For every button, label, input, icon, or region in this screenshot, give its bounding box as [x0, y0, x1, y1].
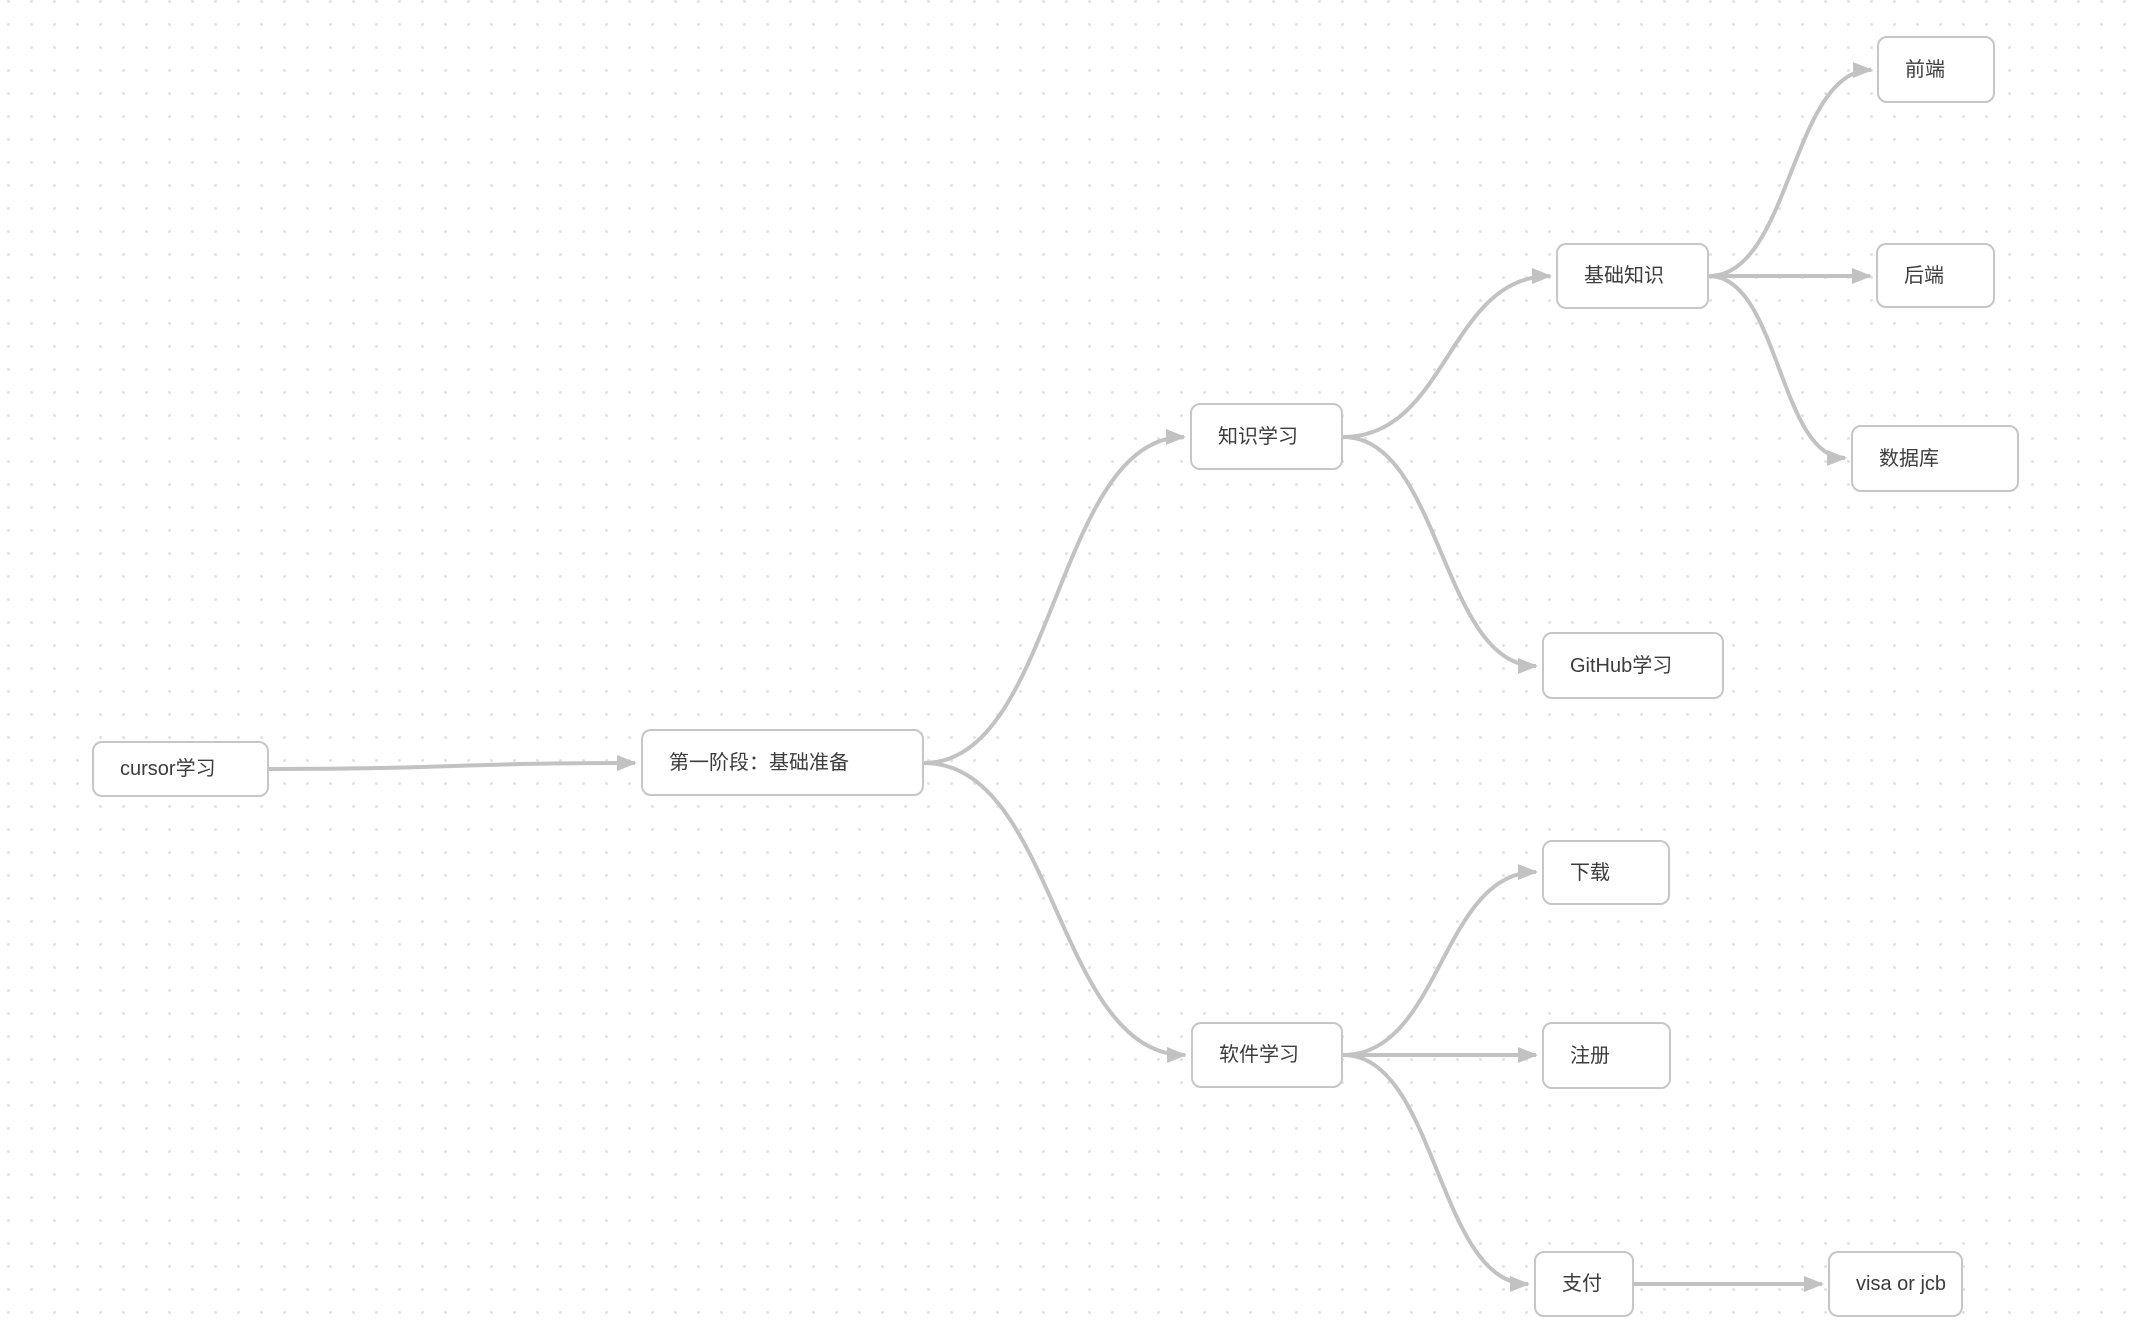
node-backend[interactable]: 后端 — [1876, 243, 1995, 308]
node-basics-label: 基础知识 — [1584, 265, 1664, 287]
node-github-label: GitHub学习 — [1570, 654, 1673, 677]
node-payment[interactable]: 支付 — [1534, 1251, 1634, 1317]
node-cursor-label: cursor学习 — [120, 758, 216, 780]
node-backend-label: 后端 — [1904, 264, 1944, 287]
node-register[interactable]: 注册 — [1542, 1022, 1671, 1089]
edge-software-download[interactable] — [1342, 864, 1538, 1057]
node-visa-label: visa or jcb — [1856, 1273, 1947, 1295]
edge-stage1-software[interactable] — [923, 761, 1187, 1063]
node-stage1-label: 第一阶段：基础准备 — [669, 751, 849, 774]
edge-stage1-knowledge[interactable] — [923, 429, 1186, 765]
node-visa[interactable]: visa or jcb — [1828, 1251, 1963, 1317]
node-software[interactable]: 软件学习 — [1191, 1022, 1343, 1088]
node-register-label: 注册 — [1570, 1044, 1610, 1067]
node-download-label: 下载 — [1570, 861, 1610, 884]
node-frontend-label: 前端 — [1905, 58, 1945, 81]
node-cursor[interactable]: cursor学习 — [92, 741, 269, 797]
node-github[interactable]: GitHub学习 — [1542, 632, 1724, 699]
node-knowledge[interactable]: 知识学习 — [1190, 403, 1343, 470]
node-payment-label: 支付 — [1562, 1273, 1602, 1295]
edge-knowledge-basics[interactable] — [1342, 268, 1552, 439]
node-knowledge-label: 知识学习 — [1218, 425, 1298, 448]
node-database[interactable]: 数据库 — [1851, 425, 2019, 492]
edge-basics-frontend[interactable] — [1708, 62, 1873, 278]
node-stage1[interactable]: 第一阶段：基础准备 — [641, 729, 924, 796]
node-frontend[interactable]: 前端 — [1877, 36, 1995, 103]
node-software-label: 软件学习 — [1219, 1044, 1299, 1066]
edge-knowledge-github[interactable] — [1342, 435, 1538, 674]
edge-software-payment[interactable] — [1342, 1053, 1530, 1292]
node-database-label: 数据库 — [1879, 447, 1939, 470]
edge-cursor-stage1[interactable] — [268, 755, 637, 772]
edge-basics-database[interactable] — [1708, 274, 1847, 466]
node-download[interactable]: 下载 — [1542, 840, 1670, 905]
node-basics[interactable]: 基础知识 — [1556, 243, 1709, 309]
